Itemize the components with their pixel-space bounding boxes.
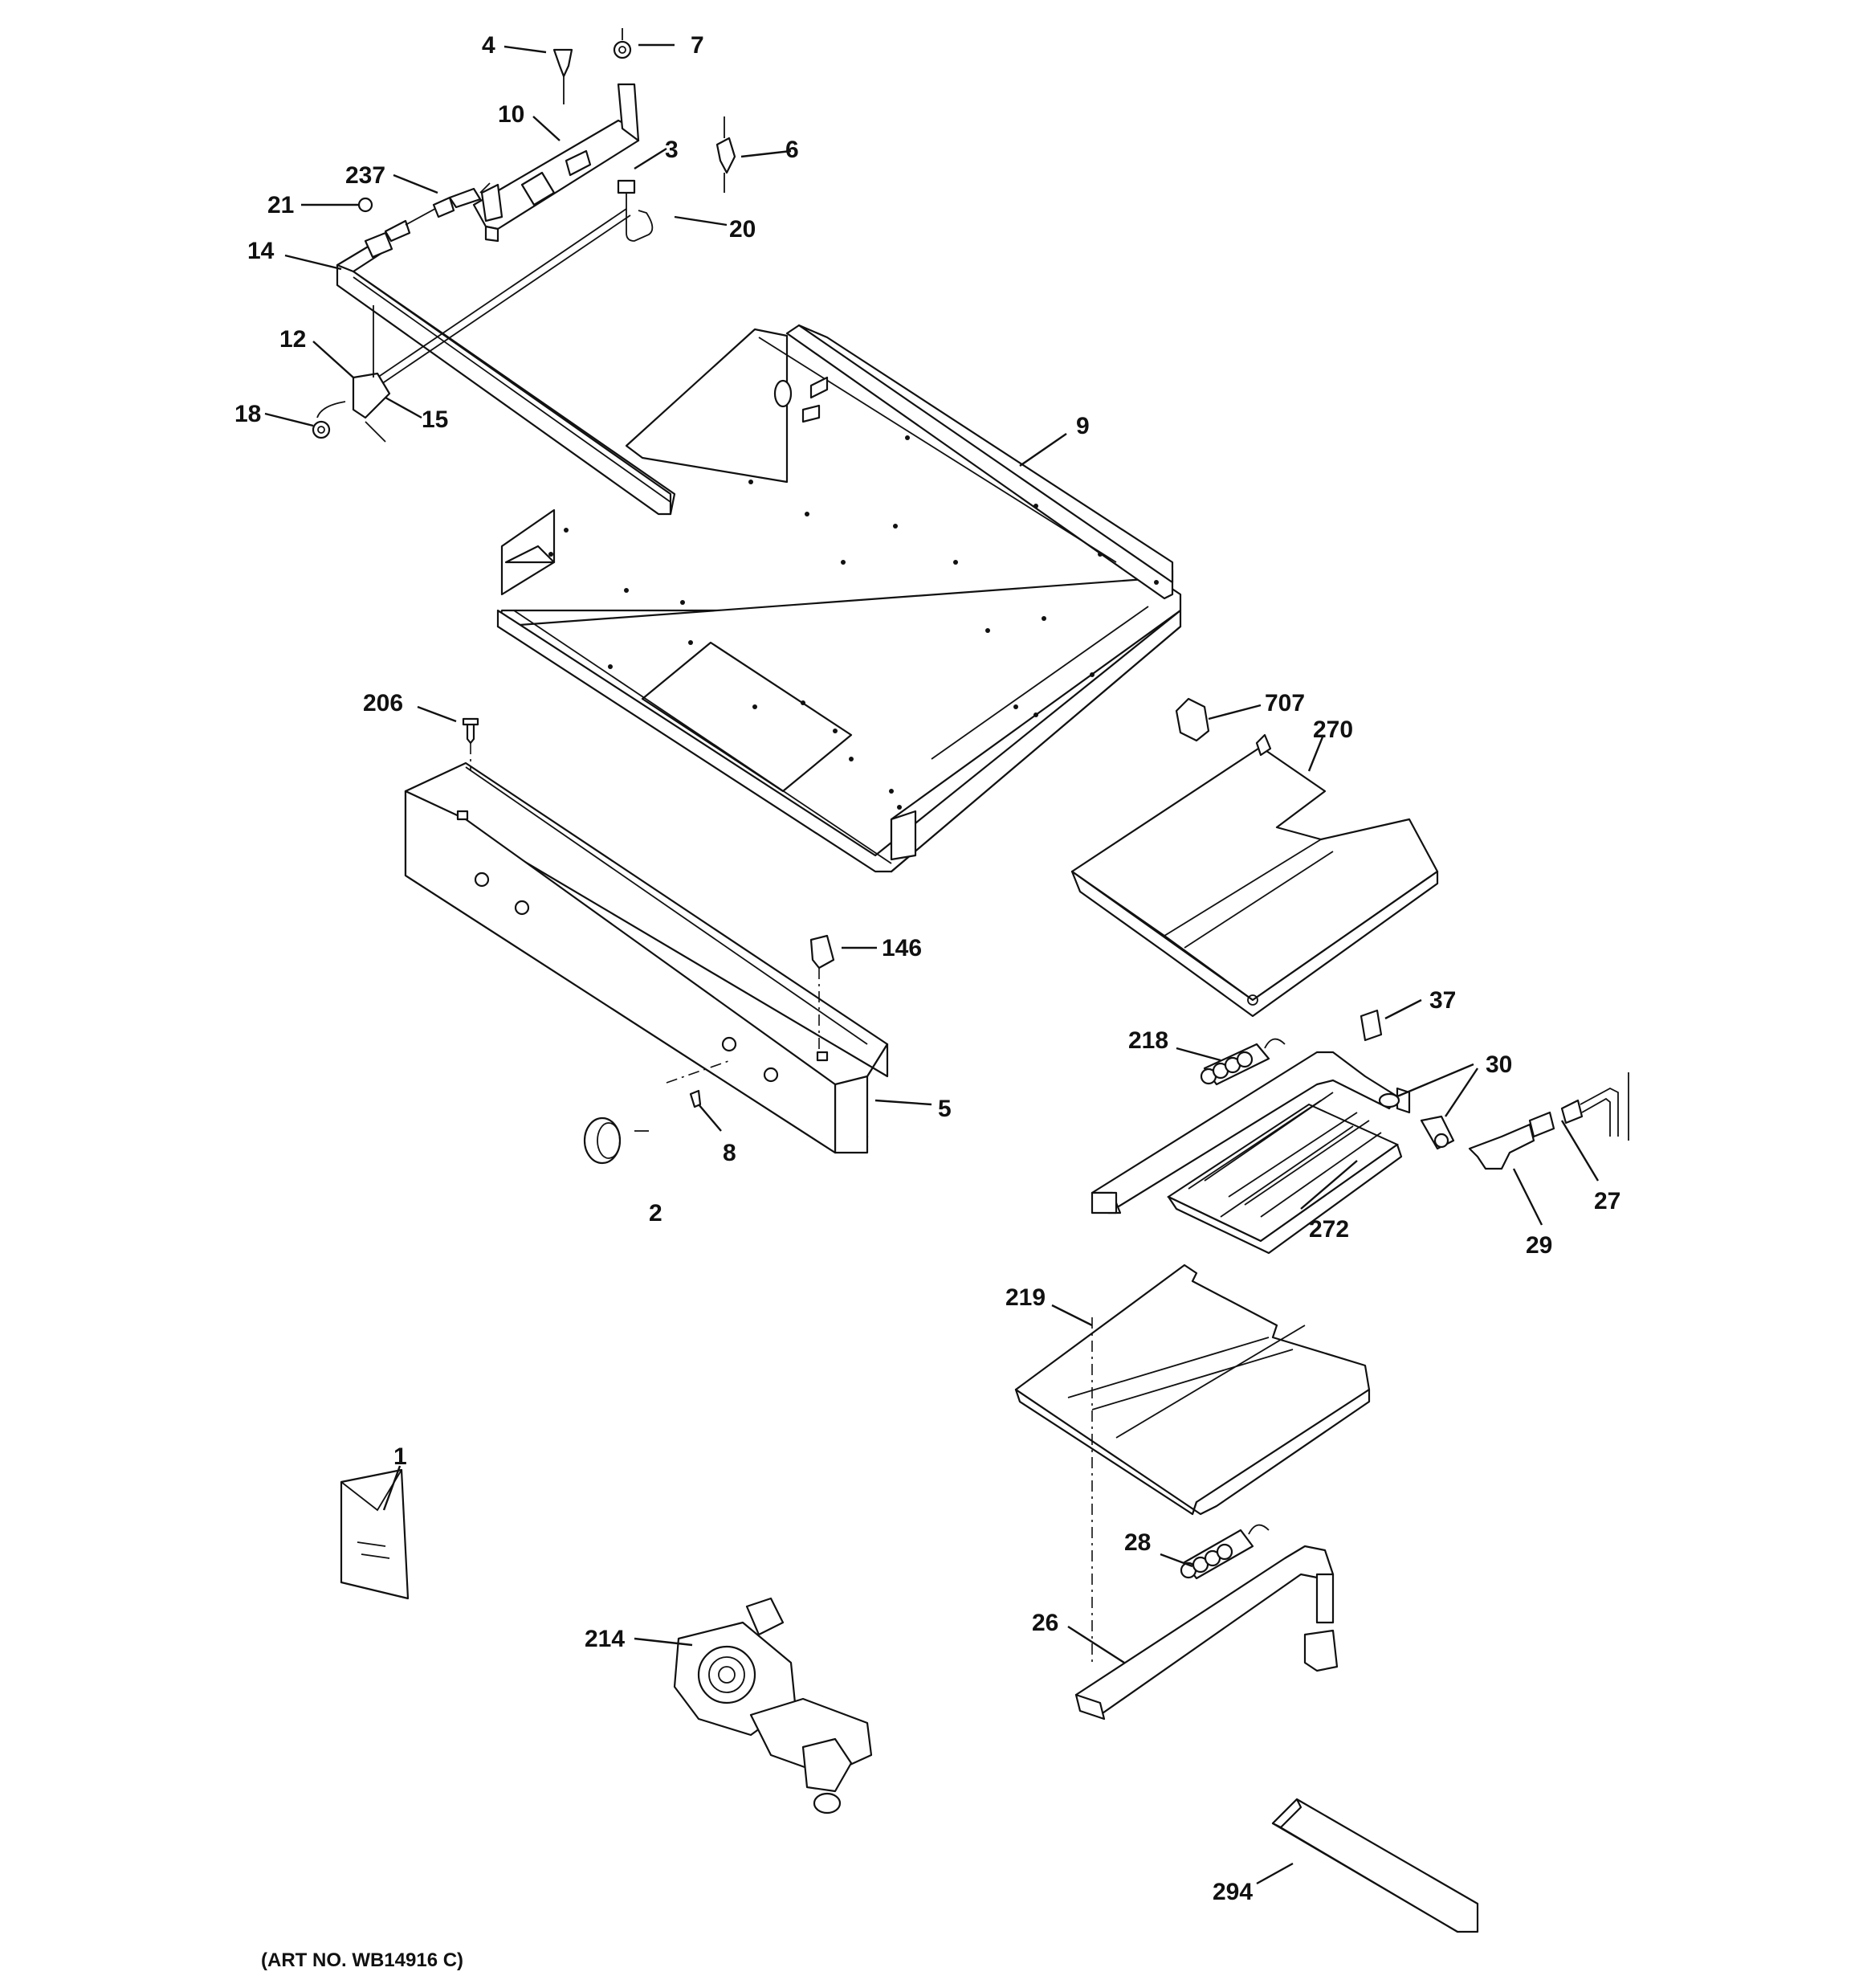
gas-valve	[352, 372, 391, 419]
art-number-caption: (ART NO. WB14916 C)	[261, 1949, 463, 1971]
manifold-assembly	[312, 28, 736, 516]
callout-20: 20	[729, 216, 756, 243]
callout-8: 8	[723, 1140, 736, 1166]
callout-28: 28	[1124, 1529, 1151, 1556]
callout-272: 272	[1309, 1216, 1349, 1243]
manifold-panel	[404, 761, 889, 1154]
callout-237: 237	[345, 162, 385, 189]
callout-219: 219	[1005, 1284, 1046, 1311]
callout-37: 37	[1429, 987, 1456, 1014]
callout-12: 12	[279, 326, 306, 353]
broil-assembly	[1014, 697, 1629, 1721]
broil-shield-270	[1070, 745, 1439, 1002]
callout-14: 14	[247, 238, 275, 264]
screw-8	[689, 1089, 702, 1108]
bake-burner-26	[1074, 1545, 1339, 1721]
callout-26: 26	[1032, 1610, 1058, 1636]
igniter-28	[1180, 1524, 1270, 1580]
callout-18: 18	[234, 401, 261, 427]
callout-29: 29	[1526, 1232, 1552, 1259]
callout-6: 6	[785, 137, 799, 163]
ignition-switch-6	[715, 137, 736, 174]
broil-shield-219	[1014, 1263, 1371, 1516]
callout-2: 2	[649, 1200, 662, 1227]
callout-206: 206	[363, 690, 403, 716]
callout-218: 218	[1128, 1027, 1168, 1054]
callout-1: 1	[393, 1443, 407, 1470]
burner-box	[496, 324, 1182, 873]
callout-4: 4	[482, 32, 495, 59]
elbow-29	[1468, 1123, 1535, 1170]
ignition-switch-4	[552, 48, 573, 78]
callout-30: 30	[1486, 1051, 1512, 1078]
callout-15: 15	[422, 406, 448, 433]
callout-214: 214	[585, 1626, 625, 1652]
callout-21: 21	[267, 192, 294, 218]
callout-7: 7	[691, 32, 704, 59]
small-parts	[462, 717, 835, 1165]
callout-3: 3	[665, 137, 679, 163]
leader-lines	[264, 43, 1600, 1885]
burner-mesh-272	[1166, 1092, 1403, 1255]
clip-37	[1360, 1009, 1383, 1042]
callout-294: 294	[1213, 1879, 1253, 1905]
callout-5: 5	[938, 1096, 952, 1122]
callout-146: 146	[882, 935, 922, 961]
callout-707: 707	[1265, 690, 1305, 716]
igniter-218	[1200, 1038, 1286, 1086]
clip-30a	[1378, 1092, 1400, 1108]
callout-10: 10	[498, 101, 524, 128]
burner-box-floor	[496, 609, 1182, 873]
burner-box-opening	[641, 641, 853, 793]
literature-and-valve	[340, 1468, 873, 1815]
oven-valve-214	[673, 1597, 873, 1815]
bracket-294	[1271, 1798, 1479, 1933]
clip-707	[1175, 697, 1210, 742]
screw-206	[466, 721, 475, 745]
callout-9: 9	[1076, 413, 1090, 439]
callout-27: 27	[1594, 1188, 1620, 1214]
literature-packet-1	[340, 1468, 410, 1600]
callout-270: 270	[1313, 716, 1353, 743]
callout-labels: 4 7 10 3 6 237 21 20 14 12 18 15 9 206 7…	[234, 32, 1620, 1971]
clip-146	[809, 934, 835, 970]
gas-tube-27	[1560, 1072, 1629, 1141]
